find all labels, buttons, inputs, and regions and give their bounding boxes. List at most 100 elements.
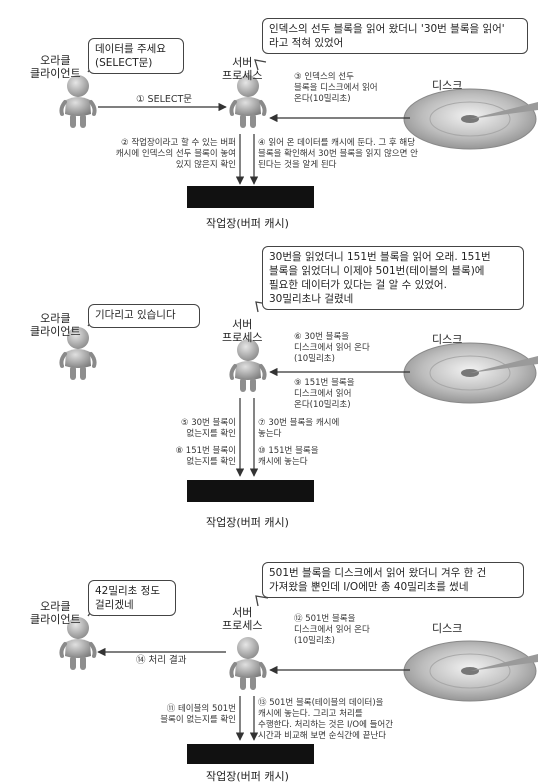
disk-label: 디스크 [432,333,463,346]
step-5-note: ⑤ 30번 블록이 없는지를 확인 [156,418,236,440]
note-line: 캐시에 인덱스의 선두 블록이 놓여 [115,149,236,159]
note-line: ⑦ 30번 블록을 캐시에 [258,418,340,428]
note-line: 시간과 비교해 보면 순식간에 끝난다 [258,731,387,741]
note-line: 있지 않은지 확인 [175,160,236,170]
note-line: 캐시에 놓는다. 그리고 처리를 [258,709,363,719]
bubble-line: 30밀리초나 걸렸네 [269,293,354,305]
bubble-line: 라고 적혀 있었어 [269,37,344,49]
client-label: 오라클 클라이언트 [30,600,81,626]
server-label: 서버 프로세스 [222,606,262,632]
client-speech-bubble: 42밀리초 정도 걸리겠네 [88,580,176,616]
step-12-note: ⑫ 501번 블록을 디스크에서 읽어 온다 (10밀리초) [294,614,370,647]
bubble-line: 데이터를 주세요 [95,43,166,55]
disk-icon [403,88,539,150]
disk-icon [403,342,539,404]
bubble-line: 30번을 읽었더니 151번 블록을 읽어 오래. 151번 [269,251,491,263]
note-line: ⑫ 501번 블록을 [294,614,356,624]
result-arrow-label: ⑭ 처리 결과 [136,655,187,666]
note-line: ⑪ 테이블의 501번 [166,704,236,714]
note-line: 디스크에서 읽어 온다 [294,625,370,635]
note-line: 놓는다 [258,429,282,439]
server-speech-bubble: 30번을 읽었더니 151번 블록을 읽어 오래. 151번 블록을 읽었더니 … [262,246,524,310]
server-label-line: 프로세스 [222,69,263,82]
client-label: 오라클 클라이언트 [30,54,81,80]
bubble-line: 필요한 데이터가 있다는 걸 알 수 있었어. [269,279,447,291]
bubble-line: 인덱스의 선두 블록을 읽어 왔더니 '30번 블록을 읽어' [269,23,505,35]
server-speech-bubble: 인덱스의 선두 블록을 읽어 왔더니 '30번 블록을 읽어' 라고 적혀 있었… [262,18,528,54]
note-line: ② 작업장이라고 할 수 있는 버퍼 [121,138,236,148]
buffer-cache-label: 작업장(버퍼 캐시) [206,217,289,230]
note-line: 블록이 없는지를 확인 [160,715,236,725]
note-line: 된다는 것을 알게 된다 [258,160,337,170]
note-line: 수행한다. 처리하는 것은 I/O에 들어간 [258,720,394,730]
server-person-icon [229,74,267,130]
buffer-cache-block [187,186,314,208]
server-label-line: 프로세스 [222,619,263,632]
step-9-note: ⑨ 151번 블록을 디스크에서 읽어 온다(10밀리초) [294,378,355,411]
server-speech-bubble: 501번 블록을 디스크에서 읽어 왔더니 겨우 한 건 가져왔을 뿐인데 I/… [262,562,524,598]
note-line: ④ 읽어 온 데이터를 캐시에 둔다. 그 후 해당 [258,138,416,148]
client-label-line: 클라이언트 [30,67,81,80]
buffer-cache-block [187,480,314,502]
note-line: ⑥ 30번 블록을 [294,332,350,342]
step-7-note: ⑦ 30번 블록을 캐시에 놓는다 [258,418,339,440]
disk-label: 디스크 [432,79,463,92]
client-label-line: 클라이언트 [30,325,81,338]
server-label-line: 서버 [232,606,253,619]
buffer-cache-label: 작업장(버퍼 캐시) [206,516,289,529]
note-line: ③ 인덱스의 선두 [294,72,354,82]
step-4-note: ④ 읽어 온 데이터를 캐시에 둔다. 그 후 해당 블록을 확인해서 30번 … [258,138,418,171]
server-label-line: 서버 [232,318,253,331]
server-bubble-tail [255,595,269,607]
note-line: (10밀리초) [294,354,335,364]
bubble-line: 기다리고 있습니다 [95,309,176,321]
buffer-cache-label: 작업장(버퍼 캐시) [206,770,289,783]
note-line: 없는지를 확인 [186,429,236,439]
bubble-line: 걸리겠네 [95,599,134,611]
server-label-line: 프로세스 [222,331,263,344]
select-arrow-label: ① SELECT문 [136,94,193,105]
server-label-line: 서버 [232,56,253,69]
note-line: ⑧ 151번 블록이 [175,446,236,456]
server-bubble-tail [254,59,267,71]
bubble-line: (SELECT문) [95,57,153,69]
note-line: 디스크에서 읽어 온다 [294,343,370,353]
bubble-line: 가져왔을 뿐인데 I/O에만 총 40밀리초를 썼네 [269,581,469,593]
note-line: 디스크에서 읽어 [294,389,352,399]
bubble-line: 42밀리초 정도 [95,585,160,597]
step-11-note: ⑪ 테이블의 501번 블록이 없는지를 확인 [130,704,236,726]
server-person-icon [229,636,267,692]
client-speech-bubble: 기다리고 있습니다 [88,304,200,328]
disk-read-note: ③ 인덱스의 선두 블록을 디스크에서 읽어 온다(10밀리초) [294,72,378,105]
bubble-line: 501번 블록을 디스크에서 읽어 왔더니 겨우 한 건 [269,567,487,579]
step-8-note: ⑧ 151번 블록이 없는지를 확인 [156,446,236,468]
step-10-note: ⑩ 151번 블록을 캐시에 놓는다 [258,446,319,468]
client-label-line: 오라클 [40,312,71,325]
note-line: ⑬ 501번 블록(테이블의 데이터)을 [258,698,384,708]
client-person-icon [59,74,97,130]
client-label-line: 클라이언트 [30,613,81,626]
note-line: ⑤ 30번 블록이 [180,418,236,428]
note-line: 블록을 디스크에서 읽어 [294,83,378,93]
step-6-note: ⑥ 30번 블록을 디스크에서 읽어 온다 (10밀리초) [294,332,370,365]
note-line: 온다(10밀리초) [294,400,351,410]
disk-label: 디스크 [432,622,463,635]
disk-icon [403,640,539,702]
server-label: 서버 프로세스 [222,318,262,344]
note-line: ⑩ 151번 블록을 [258,446,319,456]
server-label: 서버 프로세스 [222,56,262,82]
step-13-note: ⑬ 501번 블록(테이블의 데이터)을 캐시에 놓는다. 그리고 처리를 수행… [258,698,393,742]
client-speech-bubble: 데이터를 주세요 (SELECT문) [88,38,184,74]
note-line: 블록을 확인해서 30번 블록을 읽지 않으면 안 [258,149,418,159]
note-line: 없는지를 확인 [186,457,236,467]
note-line: 캐시에 놓는다 [258,457,308,467]
note-line: 온다(10밀리초) [294,94,351,104]
client-label-line: 오라클 [40,54,71,67]
buffer-cache-block [187,744,314,764]
server-person-icon [229,338,267,394]
note-line: ⑨ 151번 블록을 [294,378,355,388]
client-label-line: 오라클 [40,600,71,613]
bubble-line: 블록을 읽었더니 이제야 501번(테이블의 블록)에 [269,265,485,277]
step-2-note: ② 작업장이라고 할 수 있는 버퍼 캐시에 인덱스의 선두 블록이 놓여 있지… [104,138,236,171]
